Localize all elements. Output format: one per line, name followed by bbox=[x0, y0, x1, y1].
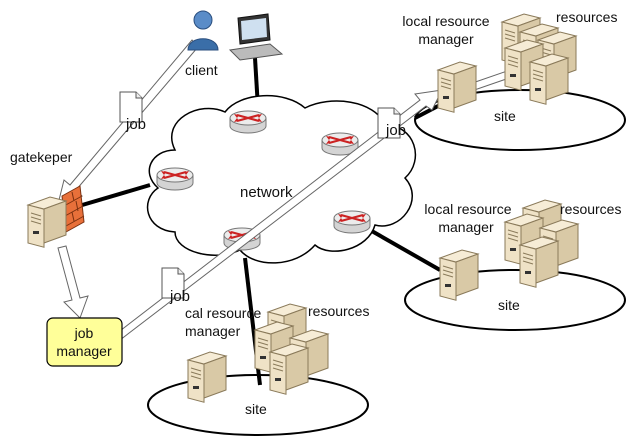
laptop-icon bbox=[228, 13, 284, 61]
gatekeeper-server-icon bbox=[27, 196, 67, 248]
local-resource-manager-label-line2: manager bbox=[185, 323, 241, 339]
job-manager-label-line2: manager bbox=[56, 343, 112, 359]
local-resource-manager-label-line1: local resource bbox=[424, 201, 511, 217]
job-label-client: job bbox=[125, 116, 146, 133]
site-label: site bbox=[494, 108, 516, 124]
local-resource-manager-label-line1: local resource bbox=[402, 13, 489, 29]
client-label: client bbox=[185, 62, 218, 78]
job-manager-box bbox=[46, 317, 123, 367]
router-icon bbox=[228, 109, 268, 135]
job-label-manager: job bbox=[169, 288, 190, 305]
router-icon bbox=[332, 209, 372, 235]
resources-label: resources bbox=[556, 9, 617, 25]
local-resource-manager-label-line2: manager bbox=[438, 219, 494, 235]
site-label: site bbox=[245, 401, 267, 417]
job-manager-label-line1: job bbox=[74, 325, 94, 341]
router-icon bbox=[155, 166, 195, 192]
user-icon bbox=[187, 10, 219, 51]
resources-label: resources bbox=[560, 201, 621, 217]
local-resource-manager-label-line2: manager bbox=[418, 31, 474, 47]
job-label-network: job bbox=[385, 122, 406, 139]
network-label: network bbox=[240, 184, 293, 201]
site-label: site bbox=[498, 297, 520, 313]
gatekeeper-label: gatekeper bbox=[10, 149, 73, 165]
resources-label: resources bbox=[308, 303, 369, 319]
local-resource-manager-label-line1: cal resource bbox=[185, 305, 261, 321]
